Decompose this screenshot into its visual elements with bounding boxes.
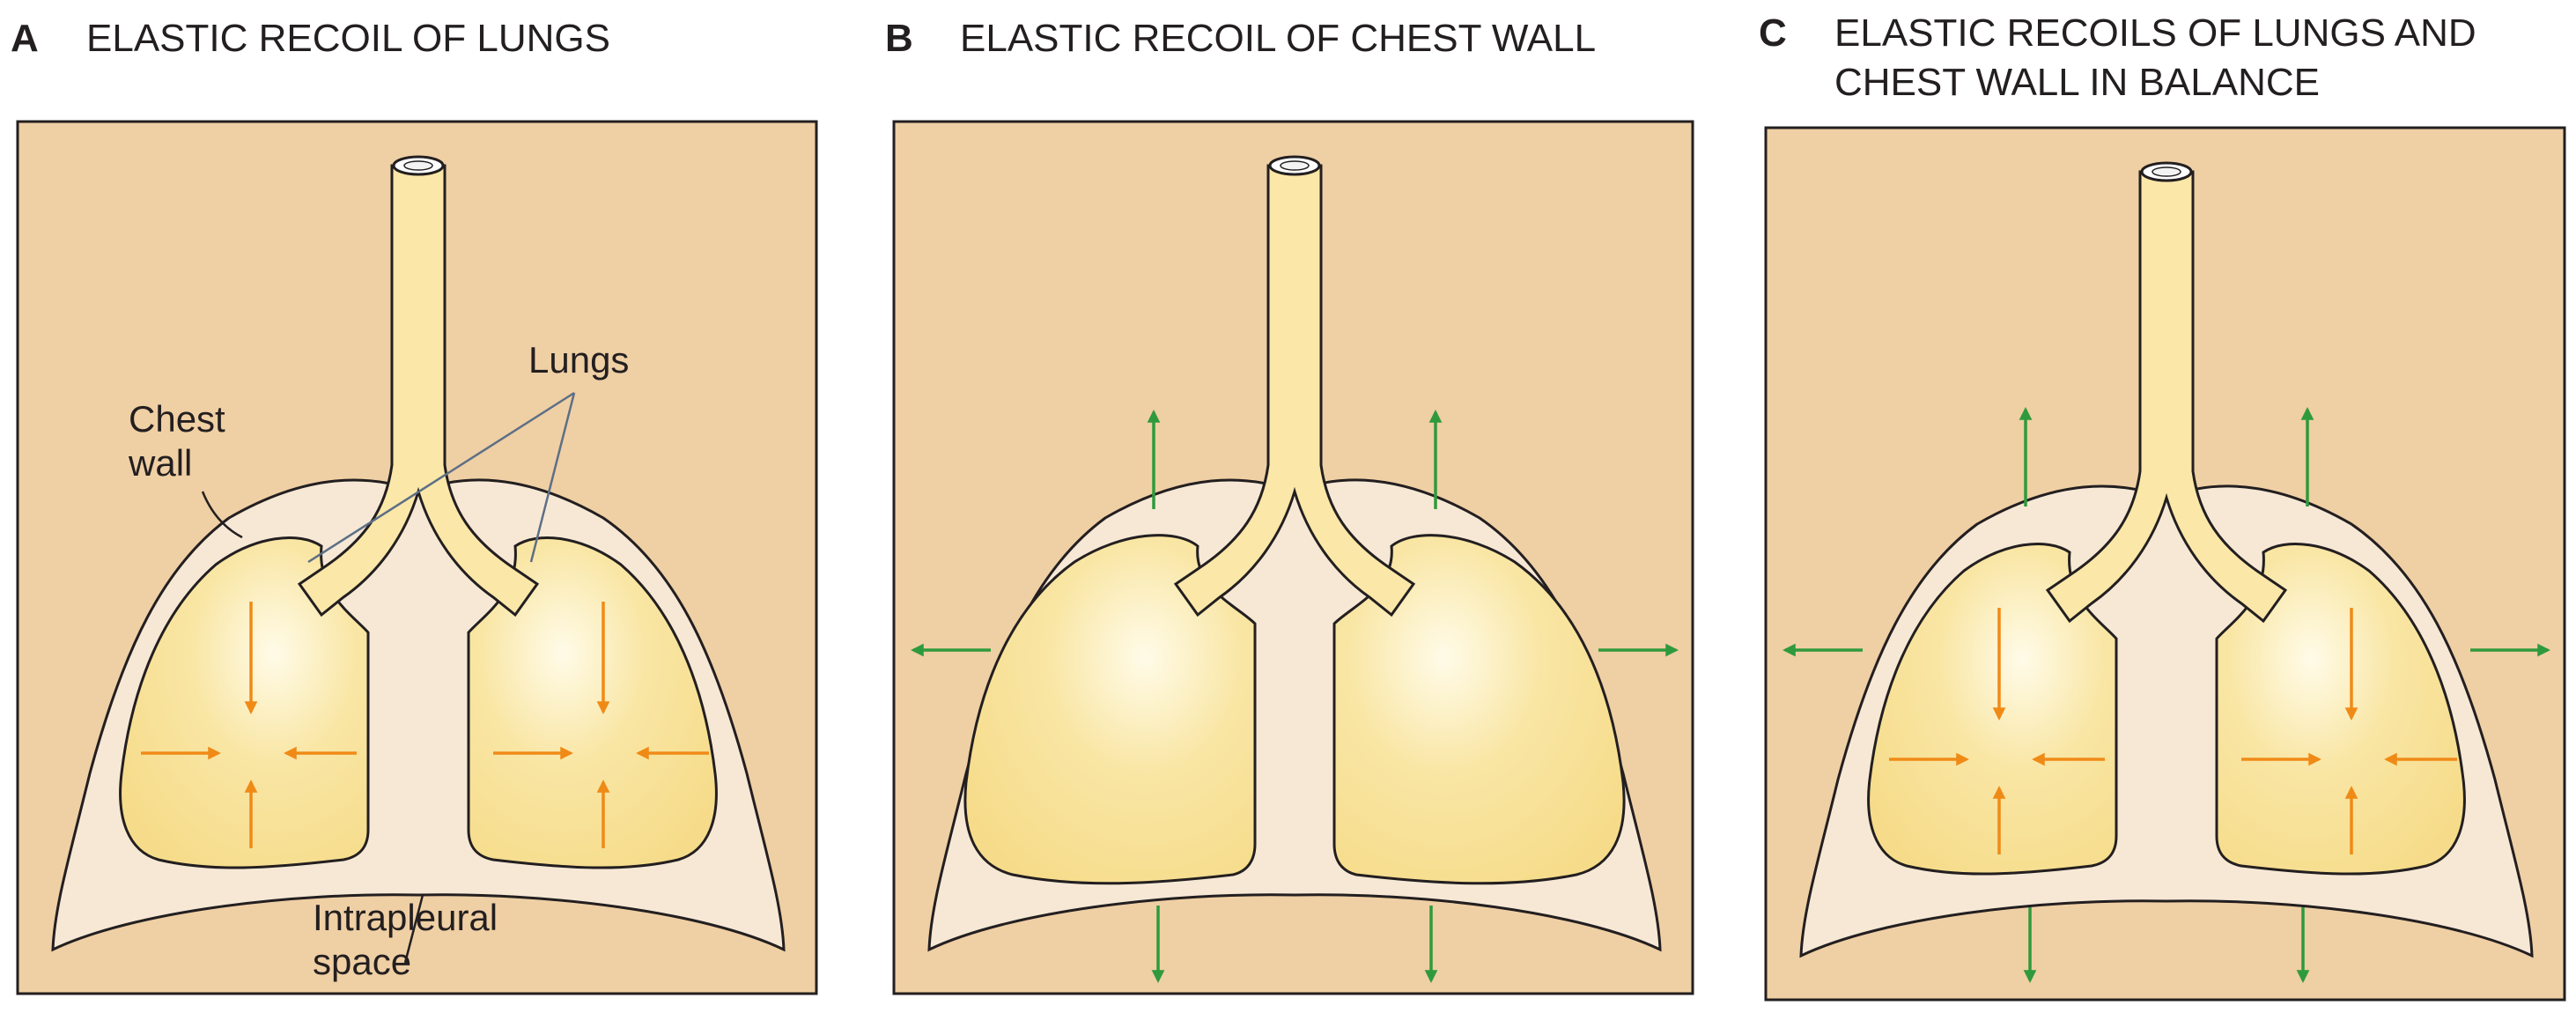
panel-c-right-lung <box>2215 543 2466 876</box>
panel-b: B ELASTIC RECOIL OF CHEST WALL <box>885 17 1694 995</box>
panel-c-letter: C <box>1759 11 1787 55</box>
label-chest-wall-line1: Chest <box>129 398 225 440</box>
label-chest-wall-line2: wall <box>128 442 192 484</box>
panel-c-figure <box>1764 126 2566 1002</box>
panel-c-title-line2: CHEST WALL IN BALANCE <box>1834 61 2320 104</box>
panel-c-left-lung <box>1867 543 2118 876</box>
panel-b-trachea-bronchi <box>1173 164 1416 617</box>
panel-a-letter: A <box>11 17 39 60</box>
panel-a-intrapleural-leader <box>403 894 424 964</box>
panel-b-right-lung <box>1332 534 1626 885</box>
panel-b-figure <box>892 120 1694 995</box>
panel-a-right-lung <box>467 536 718 869</box>
panel-a-figure: Lungs Chest wall Intrapleural space <box>16 120 818 995</box>
label-intrapleural-line2: space <box>313 941 411 982</box>
panel-c-title-line1: ELASTIC RECOILS OF LUNGS AND <box>1834 11 2476 55</box>
panel-a: A ELASTIC RECOIL OF LUNGS <box>11 17 818 995</box>
panel-a-chest-wall-leader <box>201 491 243 539</box>
panel-a-left-lung <box>119 536 370 869</box>
panel-c-trachea-bronchi <box>2045 170 2288 624</box>
panel-a-lungs-leader-left <box>307 391 575 564</box>
panel-a-lungs-leader-right <box>529 392 576 563</box>
label-intrapleural-line1: Intrapleural <box>313 897 498 938</box>
panel-c: C ELASTIC RECOILS OF LUNGS AND CHEST WAL… <box>1759 11 2566 1002</box>
label-lungs: Lungs <box>528 339 629 381</box>
panel-a-title: ELASTIC RECOIL OF LUNGS <box>86 17 610 60</box>
panel-b-left-lung <box>963 534 1257 885</box>
panel-b-title: ELASTIC RECOIL OF CHEST WALL <box>960 17 1596 60</box>
panel-b-letter: B <box>885 17 913 60</box>
